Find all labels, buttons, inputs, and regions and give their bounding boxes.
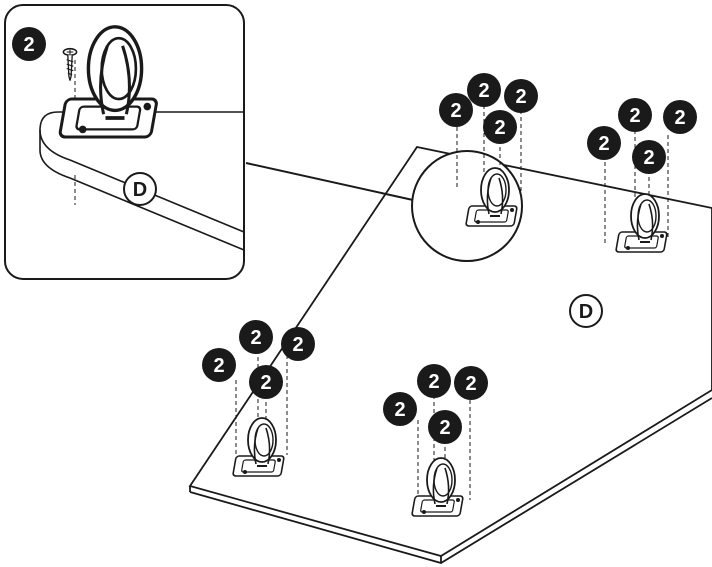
badge-circle [632, 140, 666, 174]
badge-count-text: 2 [478, 80, 489, 102]
badge-circle [239, 320, 273, 354]
badge-count-text: 2 [674, 107, 685, 129]
screw-count-badge: 2 [439, 93, 473, 127]
screw-count-badge: 2 [417, 364, 451, 398]
badge-count-text: 2 [260, 372, 271, 394]
badge-count-text: 2 [394, 399, 405, 421]
badge-count-text: 2 [450, 100, 461, 122]
badge-count-text: 2 [629, 105, 640, 127]
part-label-d-board: D [569, 294, 603, 328]
callout-leader [245, 162, 423, 203]
part-label-text: D [133, 179, 147, 201]
screw-count-badge: 2 [428, 410, 462, 444]
board-d [188, 145, 712, 564]
badge-circle [417, 364, 451, 398]
screw-count-badge: 2 [202, 348, 236, 382]
screw-count-badge: 2 [383, 392, 417, 426]
badge-circle [281, 327, 315, 361]
screw-count-badge: 2 [467, 73, 501, 107]
badge-circle [383, 392, 417, 426]
screw-count-badge: 2 [454, 366, 488, 400]
screw-count-badge: 2 [483, 110, 517, 144]
part-label-text: D [579, 301, 593, 323]
part-label-d-inset: D [123, 172, 157, 206]
detail-inset [4, 4, 245, 280]
screw-count-badge: 2 [12, 27, 46, 61]
badge-circle [454, 366, 488, 400]
screw-count-badge: 2 [249, 365, 283, 399]
screw-count-badge: 2 [504, 79, 538, 113]
screw-count-badge: 2 [239, 320, 273, 354]
badge-circle [12, 27, 46, 61]
badge-count-text: 2 [643, 147, 654, 169]
badge-count-text: 2 [250, 327, 261, 349]
screw-count-badge: 2 [587, 126, 621, 160]
screw-count-badge: 2 [281, 327, 315, 361]
badge-circle [663, 100, 697, 134]
badge-count-text: 2 [292, 334, 303, 356]
screw-count-badge: 2 [618, 98, 652, 132]
badge-circle [587, 126, 621, 160]
badge-count-text: 2 [23, 34, 34, 56]
badge-circle [202, 348, 236, 382]
badge-count-text: 2 [598, 133, 609, 155]
badge-circle [483, 110, 517, 144]
badge-circle [504, 79, 538, 113]
badge-count-text: 2 [428, 371, 439, 393]
badge-circle [428, 410, 462, 444]
badge-circle [467, 73, 501, 107]
badge-count-text: 2 [213, 355, 224, 377]
badge-count-text: 2 [494, 117, 505, 139]
badge-count-text: 2 [439, 417, 450, 439]
badge-circle [249, 365, 283, 399]
badge-circle [439, 93, 473, 127]
screw-count-badge: 2 [632, 140, 666, 174]
screw-count-badge: 2 [663, 100, 697, 134]
badge-circle [618, 98, 652, 132]
badge-count-text: 2 [465, 373, 476, 395]
badge-count-text: 2 [515, 86, 526, 108]
